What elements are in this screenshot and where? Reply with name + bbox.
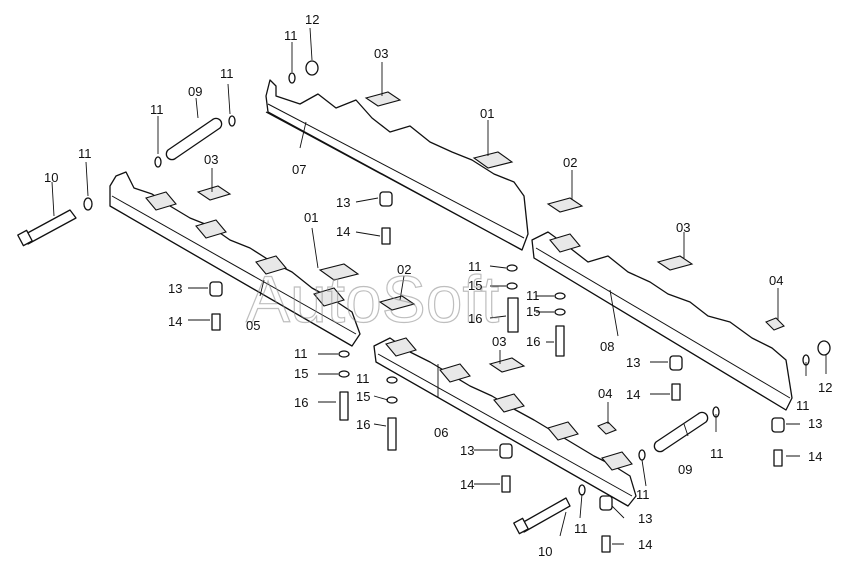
callout-05: 05: [246, 318, 260, 333]
callout-03: 03: [492, 334, 506, 349]
rail-06: [373, 337, 637, 507]
callout-14: 14: [638, 537, 652, 552]
plates: [196, 91, 785, 435]
hardware: [83, 60, 831, 553]
callout-11: 11: [636, 487, 650, 502]
callout-11: 11: [150, 102, 164, 117]
callout-01: 01: [304, 210, 318, 225]
callout-13: 13: [638, 511, 652, 526]
callout-11: 11: [284, 28, 298, 43]
callout-14: 14: [336, 224, 350, 239]
callout-09: 09: [678, 462, 692, 477]
callout-01: 01: [480, 106, 494, 121]
callout-03: 03: [676, 220, 690, 235]
callout-labels: 12 11 03 09 11 11 01 07 11 10 03 02 13 0…: [44, 12, 832, 559]
callout-11: 11: [710, 446, 724, 461]
clamp-blocks: [145, 191, 633, 471]
callout-13: 13: [336, 195, 350, 210]
callout-12: 12: [818, 380, 832, 395]
callout-13: 13: [626, 355, 640, 370]
callout-15: 15: [356, 389, 370, 404]
callout-06: 06: [434, 425, 448, 440]
watermark: AutoSoft: [246, 262, 499, 336]
leader-lines: [51, 27, 827, 545]
callout-10: 10: [538, 544, 552, 559]
callout-15: 15: [468, 278, 482, 293]
callout-16: 16: [356, 417, 370, 432]
callout-11: 11: [78, 146, 92, 161]
callout-02: 02: [397, 262, 411, 277]
callout-14: 14: [626, 387, 640, 402]
callout-14: 14: [460, 477, 474, 492]
callout-11: 11: [574, 521, 588, 536]
callout-11: 11: [220, 66, 234, 81]
callout-04: 04: [769, 273, 783, 288]
callout-14: 14: [808, 449, 822, 464]
callout-03: 03: [204, 152, 218, 167]
rail-08: [531, 231, 793, 411]
callout-15: 15: [294, 366, 308, 381]
callout-10: 10: [44, 170, 58, 185]
callout-11: 11: [294, 346, 308, 361]
callout-16: 16: [294, 395, 308, 410]
callout-03: 03: [374, 46, 388, 61]
callout-11: 11: [526, 288, 540, 303]
callout-13: 13: [808, 416, 822, 431]
callout-16: 16: [468, 311, 482, 326]
callout-15: 15: [526, 304, 540, 319]
callout-13: 13: [460, 443, 474, 458]
callout-04: 04: [598, 386, 612, 401]
callout-14: 14: [168, 314, 182, 329]
callout-16: 16: [526, 334, 540, 349]
pins: [165, 117, 709, 453]
callout-11: 11: [356, 371, 370, 386]
callout-11: 11: [796, 398, 810, 413]
callout-12: 12: [305, 12, 319, 27]
callout-11: 11: [468, 259, 482, 274]
bolts-10: [17, 209, 571, 535]
callout-02: 02: [563, 155, 577, 170]
callout-09: 09: [188, 84, 202, 99]
callout-07: 07: [292, 162, 306, 177]
callout-08: 08: [600, 339, 614, 354]
callout-13: 13: [168, 281, 182, 296]
rail-07: [265, 79, 529, 251]
